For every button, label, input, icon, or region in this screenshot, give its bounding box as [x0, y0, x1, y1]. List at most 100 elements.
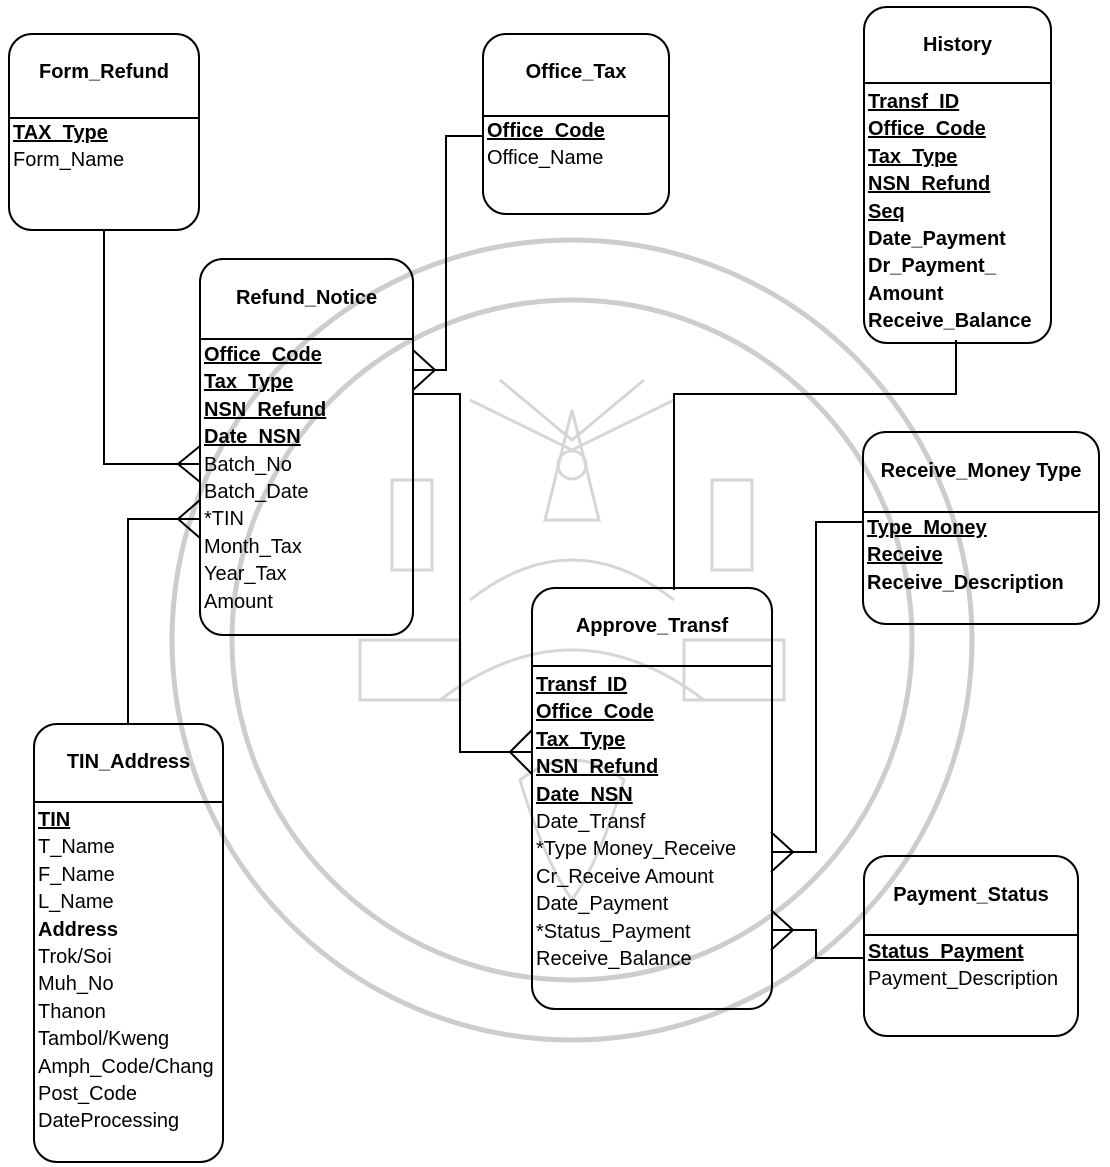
entity-receive-money-type: Receive_Money Type Type_Money Receive Re… [862, 431, 1100, 625]
rel-tin-refund-notice [127, 518, 200, 724]
attribute-field: Tambol/Kweng [38, 1028, 170, 1051]
rel-office-tax-refund-notice [413, 135, 484, 371]
primary-key-field: Status_Payment [868, 941, 1024, 963]
entity-fields: Office_Code Tax_Type NSN_Refund Date_NSN… [204, 342, 410, 616]
entity-divider [865, 934, 1077, 936]
primary-key-field: Transf_ID [868, 91, 960, 113]
entity-fields: Office_Code Office_Name [487, 118, 666, 173]
attribute-field: *Status_Payment [536, 920, 691, 943]
crowfoot-tin [177, 499, 201, 520]
crowfoot-form-refund-2 [177, 463, 201, 483]
rel-payment-status-approve-transf [771, 929, 864, 959]
attribute-field: T_Name [38, 836, 115, 859]
attribute-field: Date_Transf [536, 811, 646, 834]
primary-key-field: TAX_Type [13, 122, 108, 144]
entity-divider [864, 511, 1098, 513]
entity-fields: Transf_ID Office_Code Tax_Type NSN_Refun… [868, 89, 1048, 336]
crowfoot-office-tax-2 [412, 369, 436, 391]
entity-fields: Transf_ID Office_Code Tax_Type NSN_Refun… [536, 672, 769, 973]
attribute-field: Receive_Description [867, 571, 1064, 594]
attribute-field: Batch_No [204, 453, 292, 476]
entity-title: Refund_Notice [235, 287, 378, 309]
entity-divider [484, 115, 668, 117]
entity-divider [10, 117, 198, 119]
attribute-field: F_Name [38, 863, 115, 886]
primary-key-field: NSN_Refund [868, 173, 991, 196]
primary-key-field: Date_NSN [204, 426, 301, 449]
attribute-field: Batch_Date [204, 481, 309, 504]
attribute-field: Amount [868, 282, 944, 305]
entity-divider [865, 82, 1050, 84]
crowfoot-office-tax [412, 349, 436, 371]
entity-title: TIN_Address [66, 751, 191, 773]
entity-fields: TIN T_Name F_Name L_Name Address Trok/So… [38, 807, 220, 1136]
crowfoot-form-refund [177, 445, 201, 465]
entity-office-tax: Office_Tax Office_Code Office_Name [482, 33, 670, 215]
rel-receive-money-approve-transf [771, 521, 864, 853]
crowfoot-approve-transf [509, 729, 533, 753]
attribute-field: Cr_Receive Amount [536, 865, 714, 888]
crowfoot-receive-money [770, 831, 794, 853]
attribute-field: Amph_Code/Chang [38, 1055, 214, 1078]
attribute-field: Receive_Balance [536, 948, 692, 971]
attribute-field: Muh_No [38, 973, 114, 996]
attribute-field: Receive_Balance [868, 310, 1032, 333]
attribute-field: DateProcessing [38, 1110, 180, 1133]
primary-key-field: Tax_Type [868, 145, 958, 168]
primary-key-field: Receive [867, 544, 943, 567]
primary-key-field: NSN_Refund [204, 398, 327, 421]
crowfoot-tin-2 [177, 518, 201, 539]
entity-title: Form_Refund [39, 61, 169, 83]
attribute-field: Dr_Payment_ [868, 255, 996, 278]
attribute-field: Payment_Description [868, 968, 1059, 991]
entity-divider [35, 801, 222, 803]
primary-key-field: Office_Code [487, 120, 605, 142]
primary-key-field: Tax_Type [204, 371, 294, 394]
attribute-field: Amount [204, 590, 273, 613]
primary-key-field: Type_Money [867, 517, 987, 539]
entity-fields: Status_Payment Payment_Description [868, 939, 1075, 994]
primary-key-field: Office_Code [868, 118, 986, 141]
attribute-field: Address [38, 918, 119, 941]
entity-title: Payment_Status [893, 884, 1049, 906]
crowfoot-payment-status [770, 909, 794, 931]
primary-key-field: NSN_Refund [536, 756, 659, 779]
primary-key-field: Seq [868, 200, 905, 223]
primary-key-field: Date_NSN [536, 783, 633, 806]
attribute-field: Office_Name [487, 147, 604, 170]
entity-refund-notice: Refund_Notice Office_Code Tax_Type NSN_R… [199, 258, 414, 636]
attribute-field: Date_Payment [536, 893, 669, 916]
rel-refund-notice-approve-transf [413, 393, 532, 753]
attribute-field: Trok/Soi [38, 946, 112, 969]
entity-fields: TAX_Type Form_Name [13, 120, 196, 175]
attribute-field: *Type Money_Receive [536, 838, 737, 861]
attribute-field: Post_Code [38, 1083, 137, 1106]
attribute-field: L_Name [38, 891, 114, 914]
entity-history: History Transf_ID Office_Code Tax_Type N… [863, 6, 1052, 344]
crowfoot-approve-transf-2 [509, 751, 533, 775]
attribute-field: Thanon [38, 1000, 106, 1023]
attribute-field: Month_Tax [204, 535, 302, 558]
entity-title: Approve_Transf [575, 615, 729, 637]
entity-title: Office_Tax [525, 61, 627, 83]
crowfoot-payment-status-2 [770, 929, 794, 951]
entity-form-refund: Form_Refund TAX_Type Form_Name [8, 33, 200, 231]
rel-history-approve-transf [673, 340, 957, 590]
primary-key-field: Office_Code [204, 344, 322, 366]
entity-approve-transf: Approve_Transf Transf_ID Office_Code Tax… [531, 587, 773, 1010]
attribute-field: Form_Name [13, 149, 125, 172]
entity-title: History [923, 34, 992, 56]
attribute-field: *TIN [204, 508, 244, 531]
attribute-field: Date_Payment [868, 228, 1006, 251]
entity-fields: Type_Money Receive Receive_Description [867, 515, 1096, 597]
attribute-field: Year_Tax [204, 563, 287, 586]
rel-form-refund-refund-notice [103, 230, 200, 465]
crowfoot-receive-money-2 [770, 851, 794, 873]
primary-key-field: Office_Code [536, 701, 654, 724]
entity-divider [201, 338, 412, 340]
primary-key-field: TIN [38, 809, 71, 831]
primary-key-field: Transf_ID [536, 674, 628, 696]
entity-payment-status: Payment_Status Status_Payment Payment_De… [863, 855, 1079, 1037]
